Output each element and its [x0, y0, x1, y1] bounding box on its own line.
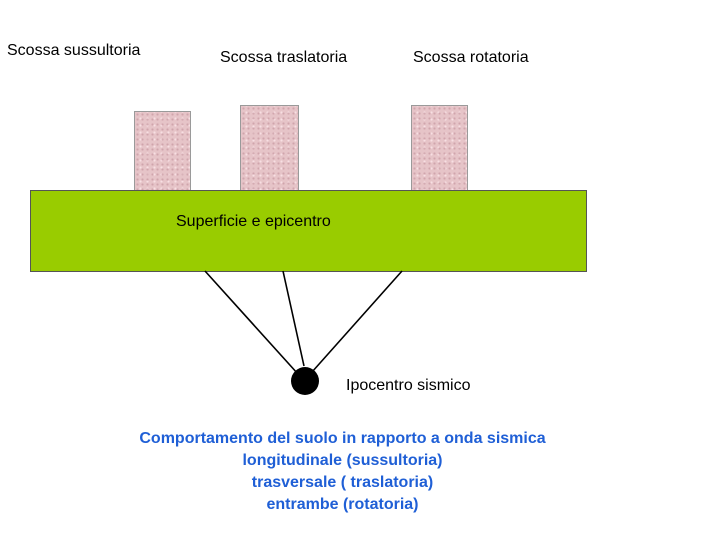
caption-line-4: entrambe (rotatoria) [266, 496, 419, 513]
hypocenter-label: Ipocentro sismico [346, 377, 471, 394]
caption-line-2: longitudinale (sussultoria) [242, 452, 443, 469]
caption: Comportamento del suolo in rapporto a on… [90, 428, 595, 516]
building-rotatoria [411, 105, 468, 192]
caption-line-1: Comportamento del suolo in rapporto a on… [139, 430, 546, 447]
caption-line-3: trasversale ( traslatoria) [251, 474, 434, 491]
building-traslatoria [240, 105, 299, 192]
label-scossa-rotatoria: Scossa rotatoria [413, 49, 529, 66]
label-scossa-traslatoria: Scossa traslatoria [220, 49, 348, 66]
seismic-ray-center [282, 270, 305, 367]
building-sussultoria [134, 111, 191, 192]
ground-surface: Superficie e epicentro [30, 190, 587, 272]
hypocenter-dot [291, 367, 319, 395]
seismic-ray-right [311, 270, 403, 373]
seismic-ray-left [204, 270, 299, 375]
ground-label: Superficie e epicentro [176, 213, 331, 230]
label-scossa-sussultoria: Scossa sussultoria [7, 42, 141, 59]
